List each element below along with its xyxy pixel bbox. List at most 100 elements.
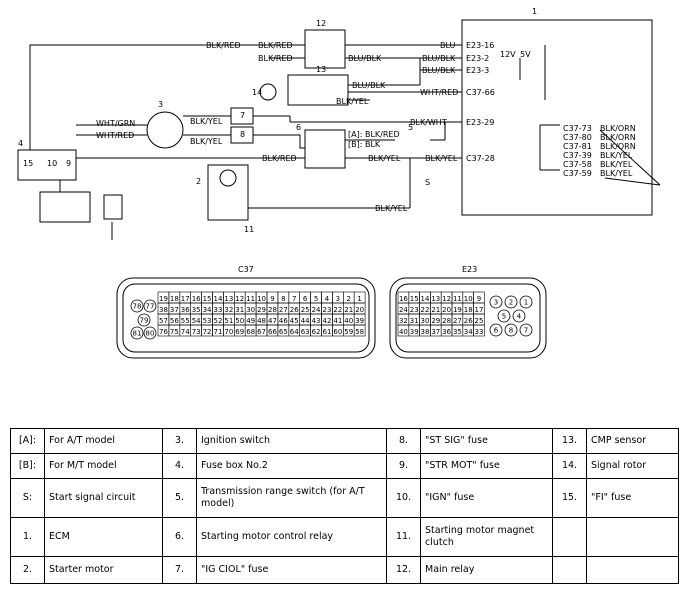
pin-label: 64 (290, 328, 299, 336)
pin-label: 27 (279, 306, 288, 314)
pin-label: 56 (170, 317, 179, 325)
wire-label-at: [A]: BLK/RED (348, 130, 400, 139)
legend-key: 12. (386, 556, 421, 584)
pin-label: 10 (257, 295, 266, 303)
pin-label: 34 (464, 328, 473, 336)
pin-label: 62 (312, 328, 321, 336)
pin-label: 3 (336, 295, 340, 303)
legend-text: "ST SIG" fuse (420, 428, 553, 454)
wire-label-blk-orn-1: BLK/ORN (600, 124, 636, 133)
pin-label: 21 (344, 306, 353, 314)
pin-label: 30 (246, 306, 255, 314)
terminal-c37-81: C37-81 (563, 142, 592, 151)
component-number-9: 9 (66, 159, 71, 168)
pin-label: 27 (453, 317, 462, 325)
pin-label: 40 (344, 317, 353, 325)
pin-label: 32 (399, 317, 408, 325)
round-pin (143, 299, 157, 313)
wire-label-wht-red-2: WHT/RED (96, 131, 134, 140)
pin-label: 47 (268, 317, 277, 325)
wire-label-mt: [B]: BLK (348, 140, 381, 149)
wire-label-blu-blk-3: BLU/BLK (422, 66, 456, 75)
pin-label: 12 (442, 295, 451, 303)
wire-label-blk-orn-3: BLK/ORN (600, 142, 636, 151)
terminal-c37-59: C37-59 (563, 169, 592, 178)
pin-label: 67 (257, 328, 266, 336)
voltage-12v: 12V (500, 50, 516, 59)
legend-text: Transmission range switch (for A/T model… (196, 478, 387, 518)
pin-label: 29 (257, 306, 266, 314)
pin-label: 58 (355, 328, 364, 336)
pin-label: 51 (224, 317, 233, 325)
legend-key: S: (10, 478, 45, 518)
legend-key: 14. (552, 453, 587, 479)
pin-label: 32 (224, 306, 233, 314)
round-pin (143, 326, 157, 340)
wire-label-blu-blk-2: BLU/BLK (422, 54, 456, 63)
pin-label: 43 (312, 317, 321, 325)
pin-label: 65 (279, 328, 288, 336)
legend-text: For A/T model (44, 428, 163, 454)
pin-label: 17 (475, 306, 484, 314)
pin-label: 70 (224, 328, 233, 336)
round-pin-label: 4 (517, 313, 522, 321)
pin-label: 16 (399, 295, 408, 303)
legend-key: 10. (386, 478, 421, 518)
pin-label: 35 (192, 306, 201, 314)
pin-label: 15 (203, 295, 212, 303)
component-number-10: 10 (47, 159, 57, 168)
pin-label: 1 (357, 295, 361, 303)
component-number-1: 1 (532, 7, 537, 16)
round-pin (489, 295, 503, 309)
pin-label: 19 (159, 295, 168, 303)
terminal-c37-66: C37-66 (466, 88, 495, 97)
component-number-s: S (425, 178, 430, 187)
connector-e23-title: E23 (462, 265, 477, 274)
legend-key: 8. (386, 428, 421, 454)
pin-label: 61 (322, 328, 331, 336)
wire-label-blk-red-2: BLK/RED (258, 41, 293, 50)
pin-label: 6 (303, 295, 308, 303)
wire-label-blk-yel-4: BLK/YEL (368, 154, 401, 163)
pin-label: 41 (333, 317, 342, 325)
pin-label: 23 (410, 306, 419, 314)
legend-text: "IG CIOL" fuse (196, 556, 387, 584)
pin-label: 18 (170, 295, 179, 303)
component-number-4: 4 (18, 139, 23, 148)
pin-label: 22 (421, 306, 430, 314)
wire-label-blu-blk-4: BLU/BLK (352, 81, 386, 90)
voltage-5v: 5V (520, 50, 531, 59)
legend-key: 7. (162, 556, 197, 584)
pin-label: 39 (410, 328, 419, 336)
pin-label: 73 (192, 328, 201, 336)
legend-key: 6. (162, 517, 197, 557)
pin-label: 52 (213, 317, 222, 325)
pin-label: 42 (322, 317, 331, 325)
legend-text (586, 556, 679, 584)
pin-label: 38 (159, 306, 168, 314)
pin-label: 54 (192, 317, 201, 325)
pin-label: 22 (333, 306, 342, 314)
pin-label: 11 (246, 295, 255, 303)
round-pin (130, 299, 144, 313)
legend-key: 4. (162, 453, 197, 479)
pin-label: 4 (325, 295, 330, 303)
wire-label-blk-yel-6: BLK/YEL (375, 204, 408, 213)
wire-label-blk-red-4: BLK/RED (262, 154, 297, 163)
pin-label: 2 (347, 295, 351, 303)
wire-label-blk-wht: BLK/WHT (410, 118, 447, 127)
legend-text (586, 517, 679, 557)
terminal-c37-80: C37-80 (563, 133, 592, 142)
round-pin-label: 81 (133, 330, 142, 338)
pin-label: 13 (224, 295, 233, 303)
legend-text: "FI" fuse (586, 478, 679, 518)
component-number-7: 7 (240, 111, 245, 120)
pin-label: 46 (279, 317, 288, 325)
round-pin (519, 323, 533, 337)
legend-key (552, 517, 587, 557)
legend-text: Signal rotor (586, 453, 679, 479)
round-pin (504, 323, 518, 337)
pin-label: 26 (290, 306, 299, 314)
pin-label: 13 (431, 295, 440, 303)
